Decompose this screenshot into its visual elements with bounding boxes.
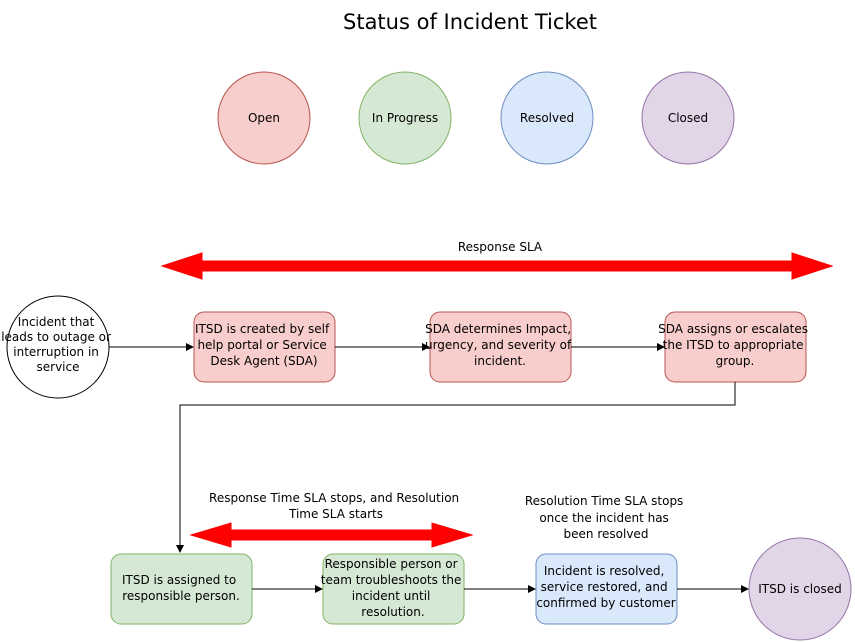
- svg-text:ITSD is created by self: ITSD is created by self help portal or S…: [195, 322, 333, 368]
- connector-assigns-to-assigned: [176, 382, 736, 553]
- legend-closed: Closed: [641, 71, 735, 165]
- legend-in-progress-label: In Progress: [372, 111, 438, 125]
- legend-in-progress: In Progress: [358, 71, 452, 165]
- resolution-stop-label: Resolution Time SLA stops once the incid…: [525, 494, 687, 541]
- svg-text:Responsible person or te: Responsible person or team troubleshoots…: [321, 557, 465, 619]
- svg-text:ITSD is assigned to resp: ITSD is assigned to responsible person.: [122, 573, 240, 603]
- svg-text:SDA assigns or escalates: SDA assigns or escalates the ITSD to app…: [658, 322, 812, 368]
- start-node-label: Incident that leads to outage or interru…: [1, 315, 115, 374]
- response-sla-label: Response SLA: [458, 240, 543, 254]
- svg-text:Incident is resolved, se: Incident is resolved, service restored, …: [536, 564, 675, 610]
- response-sla-arrow: [160, 252, 834, 280]
- legend-closed-label: Closed: [668, 111, 708, 125]
- step-sda-assigns: SDA assigns or escalates the ITSD to app…: [658, 311, 812, 383]
- svg-text:SDA determines Impact, u: SDA determines Impact, urgency, and seve…: [425, 322, 575, 368]
- resolution-sla-arrow: [189, 522, 474, 548]
- legend-open: Open: [217, 71, 311, 165]
- start-node: Incident that leads to outage or interru…: [1, 295, 115, 399]
- end-node: ITSD is closed: [748, 537, 852, 641]
- step-troubleshoots: Responsible person or team troubleshoots…: [321, 553, 465, 625]
- step-incident-resolved: Incident is resolved, service restored, …: [535, 553, 678, 625]
- end-node-label: ITSD is closed: [758, 582, 841, 596]
- diagram-title: Status of Incident Ticket: [343, 10, 597, 34]
- step-itsd-assigned: ITSD is assigned to responsible person.: [110, 553, 253, 625]
- step-sda-determines: SDA determines Impact, urgency, and seve…: [425, 311, 575, 383]
- legend-open-label: Open: [248, 111, 280, 125]
- step-itsd-created: ITSD is created by self help portal or S…: [193, 311, 336, 383]
- response-stop-label: Response Time SLA stops, and Resolution …: [209, 491, 463, 521]
- legend-resolved-label: Resolved: [520, 111, 574, 125]
- legend-resolved: Resolved: [500, 71, 594, 165]
